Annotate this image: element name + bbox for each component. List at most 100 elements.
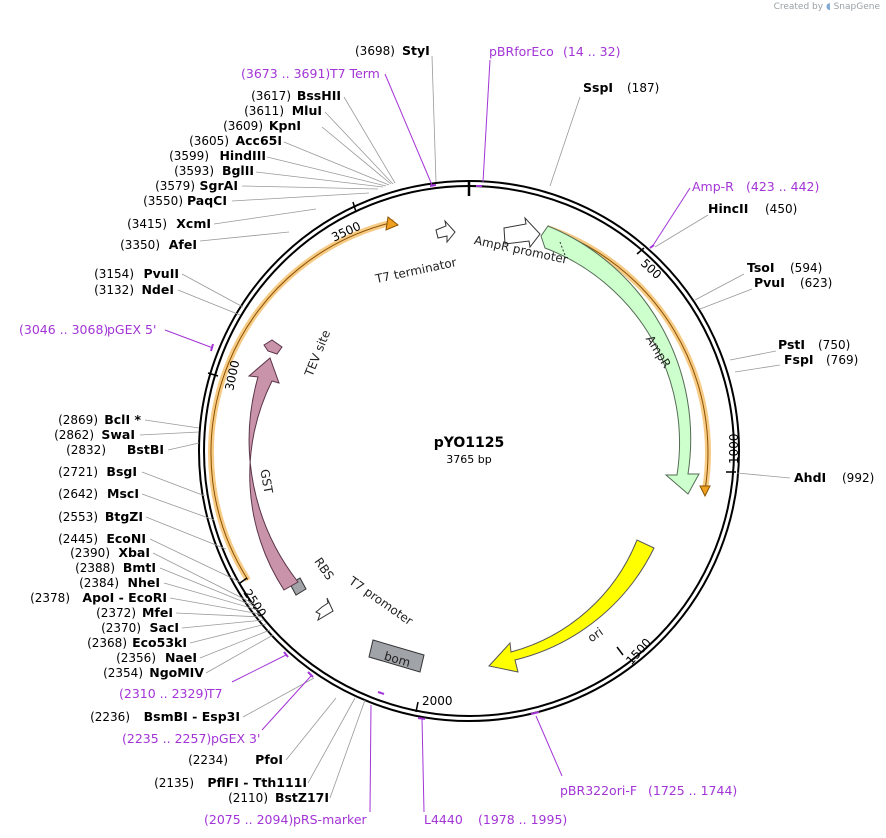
- enzyme-pos: (2390): [70, 546, 110, 560]
- enzyme-name: BclI *: [104, 412, 141, 427]
- enzyme-name: NgoMIV: [149, 665, 204, 680]
- enzyme-pos: (2862): [54, 428, 94, 442]
- enzyme-name: HindIII: [219, 148, 266, 163]
- enzyme-name: PstI: [778, 337, 805, 352]
- feature-bom: [368, 639, 425, 673]
- primer-name: T7: [206, 686, 223, 701]
- enzyme-pos: (3593): [174, 164, 214, 178]
- primer-range: (3673 .. 3691): [241, 66, 330, 81]
- backbone-outer: [198, 180, 740, 722]
- enzyme-name: TsoI: [747, 260, 775, 275]
- feature-label-tev-site: TEV site: [302, 328, 334, 379]
- feature-label-t7-promoter: T7 promoter: [346, 573, 416, 628]
- primer-name: L4440: [424, 812, 463, 827]
- enzyme-name: EcoNI: [106, 531, 146, 546]
- primer-name: pBRforEco: [489, 44, 554, 59]
- primer-name: pGEX 5': [107, 322, 156, 337]
- enzyme-pos: (3350): [120, 238, 160, 252]
- primer-range: (2075 .. 2094): [204, 812, 293, 827]
- enzyme-name: Eco53kI: [132, 635, 187, 650]
- enzyme-pos: (3605): [189, 134, 229, 148]
- enzyme-pos: (3599): [169, 149, 209, 163]
- primer-name: pRS-marker: [293, 812, 368, 827]
- enzyme-pos: (2370): [101, 621, 141, 635]
- enzyme-name: BmtI: [123, 560, 156, 575]
- feature-gst: [247, 357, 299, 591]
- primer-range: (1725 .. 1744): [648, 783, 737, 798]
- enzyme-name: AfeI: [169, 237, 197, 252]
- enzyme-name: MscI: [107, 486, 139, 501]
- enzyme-name: BsgI: [106, 464, 137, 479]
- feature-label-gst: GST: [257, 468, 275, 495]
- enzyme-name: NaeI: [165, 650, 197, 665]
- primer-lines: [164, 59, 691, 813]
- enzyme-name: PflFI - Tth111I: [207, 775, 307, 790]
- primer-marks: [210, 184, 655, 720]
- tick-label: 3000: [222, 359, 242, 392]
- enzyme-pos: (3550): [143, 194, 183, 208]
- tick-label: 2000: [422, 694, 453, 708]
- enzyme-name: SacI: [150, 620, 180, 635]
- enzyme-pos: (2236): [90, 710, 130, 724]
- enzyme-name: SwaI: [101, 427, 135, 442]
- credit-prefix: Created by: [773, 2, 824, 12]
- primer-range: (14 .. 32): [563, 44, 620, 59]
- enzyme-pos: (3579): [155, 179, 195, 193]
- enzyme-pos: (2356): [116, 651, 156, 665]
- enzyme-name: KpnI: [269, 118, 301, 133]
- enzyme-pos: (750): [818, 338, 850, 352]
- feature-t7-promoter: [315, 597, 334, 622]
- feature-ampr-promoter: [503, 216, 541, 249]
- enzyme-pos: (2721): [58, 465, 98, 479]
- enzyme-name: BstBI: [127, 442, 164, 457]
- enzyme-pos: (2234): [188, 753, 228, 767]
- primer-range: (3046 .. 3068): [19, 322, 108, 337]
- enzyme-pos: (2553): [58, 510, 98, 524]
- enzyme-name: BssHII: [297, 88, 341, 103]
- enzyme-pos: (2832): [66, 443, 106, 457]
- enzyme-pos: (3415): [127, 217, 167, 231]
- primer-name: T7 Term: [329, 66, 380, 81]
- enzyme-pos: (187): [627, 81, 659, 95]
- enzyme-pos: (2388): [75, 561, 115, 575]
- enzyme-name: Acc65I: [235, 133, 282, 148]
- feature-label-t7-terminator: T7 terminator: [373, 255, 458, 286]
- enzyme-pos: (2135): [154, 776, 194, 790]
- enzyme-name: PvuI: [754, 275, 785, 290]
- plasmid-name: pYO1125: [434, 435, 505, 451]
- orf-arc-ampr-core: [546, 227, 709, 491]
- enzyme-pos: (450): [765, 202, 797, 216]
- enzyme-pos: (2384): [79, 576, 119, 590]
- orf-arc-gst-tip: [385, 216, 399, 231]
- enzyme-leader-lines: [139, 55, 791, 799]
- enzyme-name: XcmI: [176, 216, 211, 231]
- primer-range: (1978 .. 1995): [478, 812, 567, 827]
- enzyme-name: FspI: [784, 352, 814, 367]
- enzyme-name: SgrAI: [200, 178, 238, 193]
- enzyme-pos: (2368): [87, 636, 127, 650]
- snapgene-logo-icon: ◖: [825, 2, 831, 12]
- enzyme-pos: (2378): [30, 591, 70, 605]
- enzyme-name: ApoI - EcoRI: [82, 590, 167, 605]
- enzyme-name: PfoI: [255, 752, 283, 767]
- enzyme-labels-left: (3617) BssHII (3611) MluI (3609) KpnI (3…: [30, 88, 341, 805]
- primer-range: (2235 .. 2257): [122, 731, 211, 746]
- enzyme-pos: (992): [842, 471, 874, 485]
- orf-arc-gst: [207, 219, 395, 582]
- credit-brand: SnapGene: [833, 2, 880, 12]
- enzyme-pos: (3132): [94, 283, 134, 297]
- feature-ampr: [540, 225, 700, 495]
- primer-name: Amp-R: [692, 179, 734, 194]
- enzyme-pos: (623): [800, 276, 832, 290]
- enzyme-pos: (594): [790, 261, 822, 275]
- enzyme-name: StyI: [402, 43, 430, 58]
- feature-tev-site: [263, 339, 283, 355]
- enzyme-pos: (3611): [244, 104, 284, 118]
- enzyme-pos: (3154): [94, 267, 134, 281]
- enzyme-pos: (3609): [223, 119, 263, 133]
- primer-range: (2310 .. 2329): [119, 686, 208, 701]
- enzyme-pos: (769): [826, 353, 858, 367]
- feature-ori: [488, 539, 655, 673]
- enzyme-name: NdeI: [141, 282, 174, 297]
